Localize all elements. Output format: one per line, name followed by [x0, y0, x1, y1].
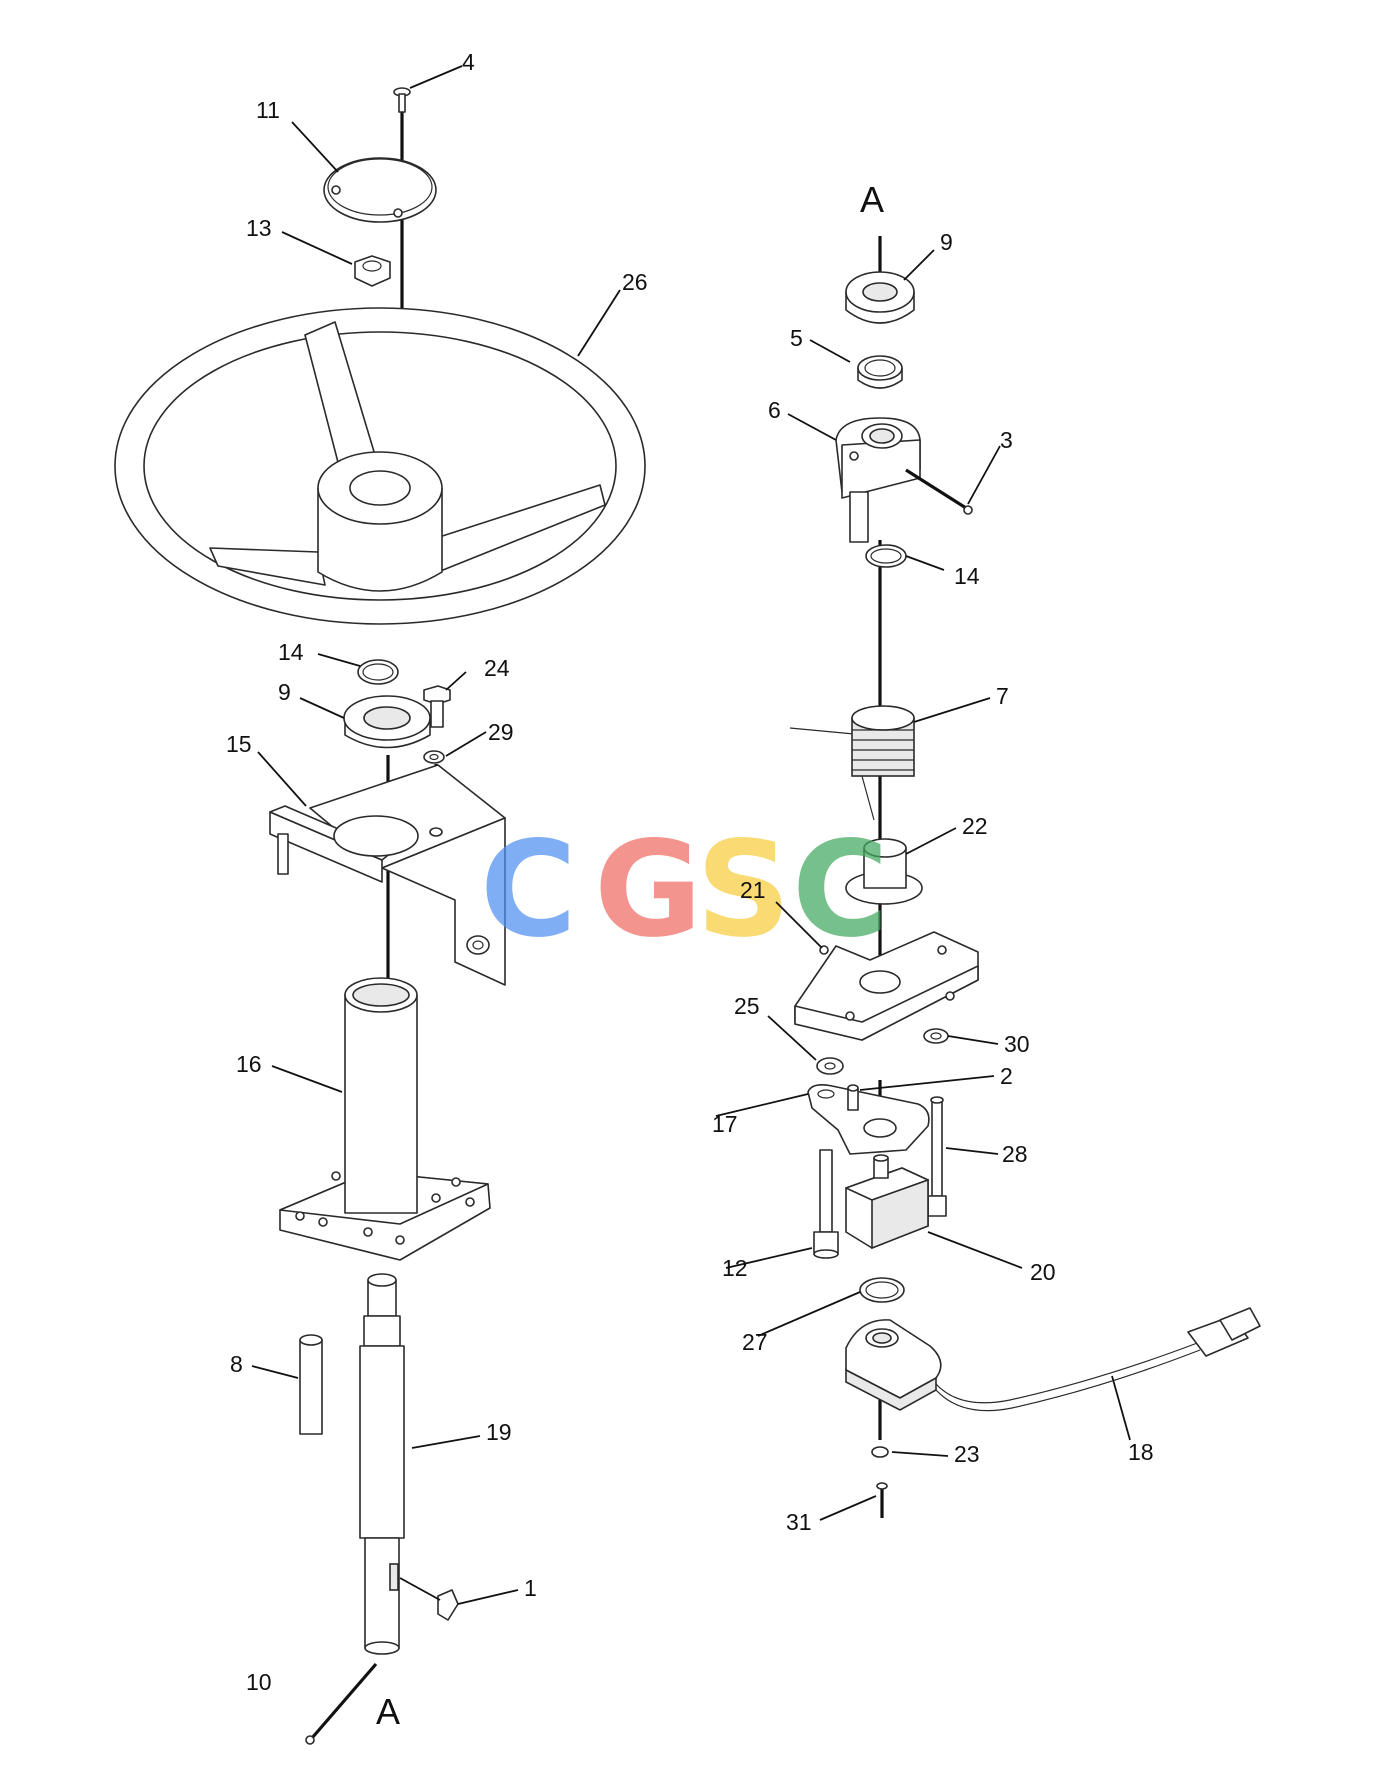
- bushing-part-9-right: [845, 271, 915, 324]
- long-bolt-part-28: [927, 1096, 947, 1217]
- flanged-bushing-part-22: [845, 838, 923, 905]
- callout-28: 28: [1002, 1141, 1028, 1167]
- o-ring-part-14-right: [865, 544, 907, 568]
- callout-20: 20: [1030, 1259, 1056, 1285]
- mounting-plate-part-21: [794, 931, 979, 1041]
- callout-11: 11: [256, 97, 280, 123]
- callout-26: 26: [622, 269, 648, 295]
- washer-part-23: [871, 1446, 889, 1458]
- watermark-letter-s: S: [696, 813, 791, 967]
- callout-16: 16: [236, 1051, 262, 1077]
- callout-14-right: 14: [954, 563, 980, 589]
- torsion-spring-part-7: [789, 705, 915, 821]
- callout-8: 8: [230, 1351, 243, 1377]
- column-tube-part-16: [279, 977, 491, 1261]
- sensor-block-part-20: [845, 1154, 929, 1250]
- callout-15: 15: [226, 731, 252, 757]
- cgsc-watermark: C G S C: [480, 813, 889, 967]
- wheel-spoke-left: [209, 547, 326, 586]
- right-assembly: [789, 236, 1261, 1518]
- leader-lines: [251, 65, 1131, 1605]
- steering-shaft-part-19: [359, 1273, 405, 1655]
- callout-25: 25: [734, 993, 760, 1019]
- callout-13: 13: [246, 215, 272, 241]
- callout-6: 6: [768, 397, 781, 423]
- callout-10: 10: [246, 1669, 272, 1695]
- callout-22: 22: [962, 813, 988, 839]
- watermark-letter-c2: C: [792, 813, 889, 967]
- left-assembly: [114, 87, 646, 1745]
- screw-part-4: [393, 87, 411, 113]
- section-mark-a-right: A: [860, 179, 884, 220]
- cover-disc-part-11: [323, 157, 437, 223]
- washer-part-30: [923, 1028, 949, 1044]
- callout-9-right: 9: [940, 229, 953, 255]
- bushing-part-9-left: [343, 695, 431, 749]
- screw-part-31: [876, 1482, 888, 1518]
- sensor-harness-part-18: [845, 1307, 1261, 1412]
- callout-7: 7: [996, 683, 1009, 709]
- watermark-letter-c1: C: [480, 813, 577, 967]
- callout-27: 27: [742, 1329, 768, 1355]
- callout-14-left: 14: [278, 639, 304, 665]
- key-part-1: [437, 1589, 459, 1621]
- steering-wheel-part-26: [114, 307, 646, 625]
- washer-part-25: [816, 1057, 844, 1075]
- watermark-letter-g: G: [594, 813, 702, 967]
- callout-30: 30: [1004, 1031, 1030, 1057]
- callout-19: 19: [486, 1419, 512, 1445]
- callout-3: 3: [1000, 427, 1013, 453]
- bracket-part-15: [269, 764, 506, 986]
- callout-labels: 4 11 13 26 14 24 9 29 15 16 8 19 1 10 A …: [226, 49, 1154, 1732]
- lever-plate-part-17: [807, 1084, 930, 1155]
- callout-23: 23: [954, 1441, 980, 1467]
- spacer-ring-part-5: [857, 355, 903, 389]
- callout-5: 5: [790, 325, 803, 351]
- callout-1: 1: [524, 1575, 537, 1601]
- cap-screw-part-12: [813, 1149, 839, 1259]
- mounting-block-part-6: [835, 417, 921, 543]
- section-mark-a-left: A: [376, 1691, 400, 1732]
- callout-2: 2: [1000, 1063, 1013, 1089]
- callout-4: 4: [462, 49, 475, 75]
- dowel-pin-part-2: [847, 1084, 859, 1111]
- callout-9-left: 9: [278, 679, 291, 705]
- callout-12: 12: [722, 1255, 748, 1281]
- hex-nut-part-13: [354, 255, 391, 287]
- callout-31: 31: [786, 1509, 812, 1535]
- callout-29: 29: [488, 719, 514, 745]
- screw-part-3: [905, 468, 973, 515]
- callout-17: 17: [712, 1111, 738, 1137]
- pin-part-8: [299, 1334, 323, 1435]
- callout-21: 21: [740, 877, 766, 903]
- bolt-part-24: [423, 685, 451, 728]
- roll-pin-part-10: [305, 1662, 378, 1745]
- callout-24: 24: [484, 655, 510, 681]
- callout-18: 18: [1128, 1439, 1154, 1465]
